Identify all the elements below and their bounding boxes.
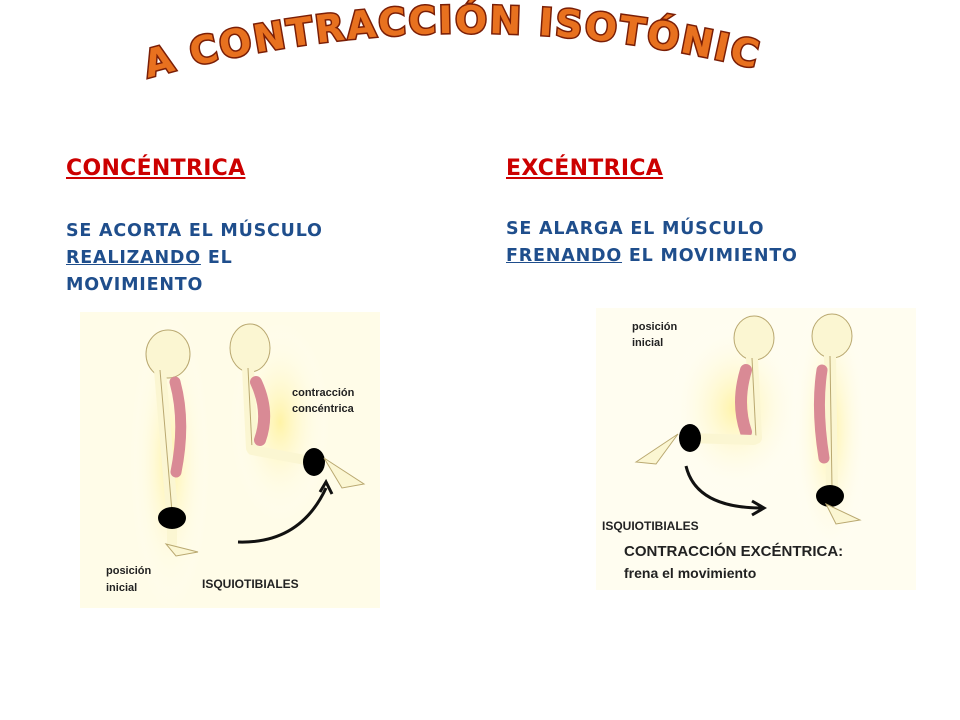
eccentric-label-brake: frena el movimiento xyxy=(624,565,756,581)
concentric-description: SE ACORTA EL MÚSCULO REALIZANDO EL MOVIM… xyxy=(66,218,446,299)
straight-leg-illustration xyxy=(130,312,210,608)
flexed-leg-illustration xyxy=(229,322,366,522)
concentric-label-muscle: ISQUIOTIBIALES xyxy=(202,577,299,591)
concentric-keyword: REALIZANDO xyxy=(66,248,201,268)
concentric-line-2-rest: EL xyxy=(200,248,233,268)
svg-text:LA CONTRACCIÓN ISOTÓNICA: LA CONTRACCIÓN ISOTÓNICA xyxy=(0,0,765,86)
contraction-marker xyxy=(303,448,325,476)
eccentric-figure: posición inicial ISQUIOTIBIALES CONTRACC… xyxy=(596,308,916,590)
concentric-line-3: MOVIMIENTO xyxy=(66,275,204,295)
concentric-line-1: SE ACORTA EL MÚSCULO xyxy=(66,221,323,241)
concentric-heading: CONCÉNTRICA xyxy=(66,156,246,181)
concentric-label-contraction-2: concéntrica xyxy=(292,403,355,415)
slide-title: LA CONTRACCIÓN ISOTÓNICA xyxy=(0,0,765,88)
concentric-label-initial-1: posición xyxy=(106,565,152,577)
eccentric-arrow xyxy=(684,465,763,510)
initial-position-marker xyxy=(158,507,186,529)
concentric-figure-glow xyxy=(80,312,380,608)
eccentric-line-1: SE ALARGA EL MÚSCULO xyxy=(506,219,765,239)
concentric-figure: contracción concéntrica posición inicial… xyxy=(80,312,380,608)
eccentric-label-muscle: ISQUIOTIBIALES xyxy=(602,519,699,533)
concentric-arrow xyxy=(237,487,328,544)
eccentric-keyword: FRENANDO xyxy=(506,246,623,266)
eccentric-line-2-rest: EL MOVIMIENTO xyxy=(622,246,798,266)
eccentric-description: SE ALARGA EL MÚSCULO FRENANDO EL MOVIMIE… xyxy=(506,216,926,270)
slide-title-text: LA CONTRACCIÓN ISOTÓNICA xyxy=(0,0,765,88)
eccentric-heading: EXCÉNTRICA xyxy=(506,156,664,181)
initial-position-marker xyxy=(679,424,701,452)
eccentric-label-contraction: CONTRACCIÓN EXCÉNTRICA: xyxy=(624,542,843,560)
eccentric-line-2: FRENANDO EL MOVIMIENTO xyxy=(506,243,926,270)
concentric-label-contraction-1: contracción xyxy=(292,387,355,399)
flexed-leg-illustration xyxy=(634,315,806,498)
contraction-marker xyxy=(816,485,844,507)
concentric-label-initial-2: inicial xyxy=(106,582,137,594)
eccentric-label-initial-1: posición xyxy=(632,321,678,333)
eccentric-label-initial-2: inicial xyxy=(632,337,663,349)
concentric-line-2: REALIZANDO EL xyxy=(66,245,446,272)
straight-leg-illustration xyxy=(790,308,870,568)
